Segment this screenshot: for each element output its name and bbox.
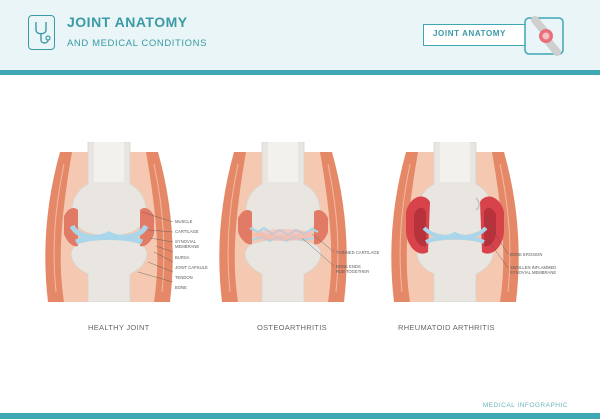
badge-label: JOINT ANATOMY (433, 29, 506, 38)
label-thinned-cartilage: THINNED CARTILAGE (336, 250, 380, 255)
label-membrane: MEMBRANE (175, 244, 200, 249)
page-title: JOINT ANATOMY (67, 14, 188, 30)
caption-osteoarthritis: OSTEOARTHRITIS (257, 323, 327, 332)
footer-label: MEDICAL INFOGRAPHIC (482, 402, 568, 409)
caption-healthy-joint: HEALTHY JOINT (88, 323, 150, 332)
label-tendon: TENDON (175, 275, 193, 280)
osteoarthritis-illustration (212, 142, 354, 302)
knee-joint-icon (515, 14, 569, 58)
label-synovial-membrane: SYNOVIAL MEMBRANE (510, 270, 557, 275)
header-divider (0, 70, 600, 75)
footer-band (0, 413, 600, 419)
healthy-joint-illustration (38, 142, 180, 302)
caption-rheumatoid-arthritis: RHEUMATOID ARTHRITIS (398, 323, 495, 332)
label-rub-together: RUB TOGETHER (336, 269, 370, 274)
label-joint-capsule: JOINT CAPSULE (175, 265, 208, 270)
label-bone: BONE (175, 285, 187, 290)
label-bone-ends: BONE ENDS (336, 264, 361, 269)
label-swollen-inflammed: SWOLLEN INFLAMMED (510, 265, 557, 270)
label-cartilage: CARTILAGE (175, 229, 199, 234)
stethoscope-icon (28, 15, 55, 50)
label-bone-erosion: BONE EROSION (510, 252, 543, 257)
rheumatoid-arthritis-illustration (384, 142, 526, 302)
label-muscle: MUSCLE (175, 219, 193, 224)
label-bursa: BURSA (175, 255, 190, 260)
label-synovial: SYNOVIAL (175, 239, 196, 244)
page-subtitle: AND MEDICAL CONDITIONS (67, 38, 208, 49)
